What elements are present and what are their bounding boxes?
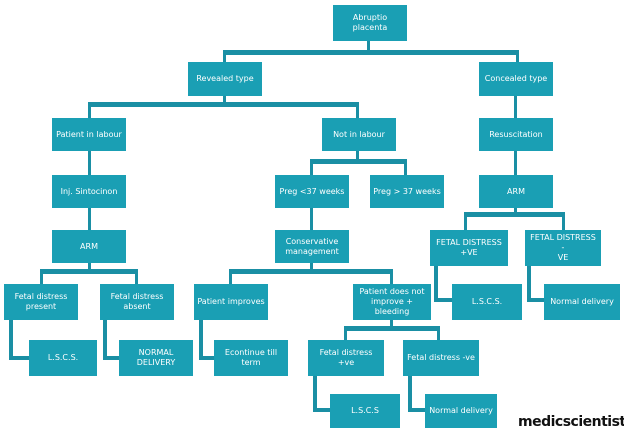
node-fetal-distress-minus: Fetal distress -ve	[403, 340, 479, 376]
connector-lines	[9, 41, 565, 412]
connector	[9, 356, 29, 360]
node-abruptio-placenta: Abruptio placenta	[333, 5, 407, 41]
node-continue-till-term: Econtinue till term	[214, 340, 288, 376]
connector	[223, 50, 519, 55]
connector	[310, 208, 313, 230]
node-preg-lt-37: Preg <37 weeks	[275, 175, 349, 208]
connector	[313, 376, 317, 412]
connector	[88, 208, 91, 230]
node-arm-labour: ARM	[52, 230, 126, 263]
node-preg-gt-37: Preg > 37 weeks	[370, 175, 444, 208]
node-not-in-labour: Not in labour	[322, 118, 396, 151]
node-patient-in-labour: Patient in labour	[52, 118, 126, 151]
connector	[464, 212, 467, 230]
connector	[356, 102, 359, 118]
connector	[313, 408, 330, 412]
connector	[344, 326, 347, 340]
node-resuscitation: Resuscitation	[479, 118, 553, 151]
connector	[103, 320, 107, 360]
connector	[310, 263, 313, 273]
connector	[437, 326, 440, 340]
connector	[199, 356, 214, 360]
node-patient-improves: Patient improves	[194, 284, 268, 320]
connector	[390, 269, 393, 284]
connector	[229, 269, 232, 284]
connector	[514, 96, 517, 118]
connector	[527, 266, 531, 302]
node-arm-concealed: ARM	[479, 175, 553, 208]
node-normal-delivery-labour: NORMAL DELIVERY	[119, 340, 193, 376]
connector	[40, 269, 43, 284]
node-lscs-bottom: L.S.C.S	[330, 394, 400, 428]
connector	[223, 50, 226, 62]
node-normal-delivery-bottom: Normal delivery	[425, 394, 497, 428]
node-normal-delivery-concealed: Normal delivery	[544, 284, 620, 320]
connector	[310, 159, 407, 164]
connector	[310, 159, 313, 175]
connector	[135, 269, 138, 284]
node-revealed-type: Revealed type	[188, 62, 262, 96]
connector	[404, 159, 407, 175]
connector	[562, 212, 565, 230]
node-fetal-distress-negative: FETAL DISTRESS - VE	[525, 230, 601, 266]
connector	[408, 376, 412, 412]
connector	[514, 151, 517, 175]
connector	[223, 96, 226, 106]
connector	[434, 298, 452, 302]
connector	[464, 212, 565, 217]
node-fetal-distress-plus: Fetal distress +ve	[308, 340, 384, 376]
node-patient-not-improve: Patient does not improve + bleeding	[353, 284, 431, 320]
connector	[367, 41, 370, 54]
connector	[527, 298, 544, 302]
connector	[88, 102, 91, 118]
connector	[199, 320, 203, 360]
node-conservative-management: Conservative management	[275, 230, 349, 263]
watermark-logo: medicscientist	[518, 414, 624, 430]
connector	[9, 320, 13, 360]
node-fetal-distress-absent: Fetal distress absent	[100, 284, 174, 320]
connector	[390, 320, 393, 330]
connector	[434, 266, 438, 302]
connector	[229, 269, 393, 274]
connector	[344, 326, 440, 331]
node-lscs-concealed: L.S.C.S.	[452, 284, 522, 320]
node-fetal-distress-positive: FETAL DISTRESS +VE	[430, 230, 508, 266]
node-fetal-distress-present: Fetal distress present	[4, 284, 78, 320]
connector	[88, 151, 91, 175]
connector	[88, 102, 359, 107]
connector	[88, 263, 91, 273]
node-inj-sintocinon: Inj. Sintocinon	[52, 175, 126, 208]
connector	[408, 408, 425, 412]
connector	[103, 356, 119, 360]
node-lscs-labour: L.S.C.S.	[29, 340, 97, 376]
connector	[356, 151, 359, 162]
connector	[40, 269, 138, 274]
node-concealed-type: Concealed type	[479, 62, 553, 96]
connector	[516, 50, 519, 62]
